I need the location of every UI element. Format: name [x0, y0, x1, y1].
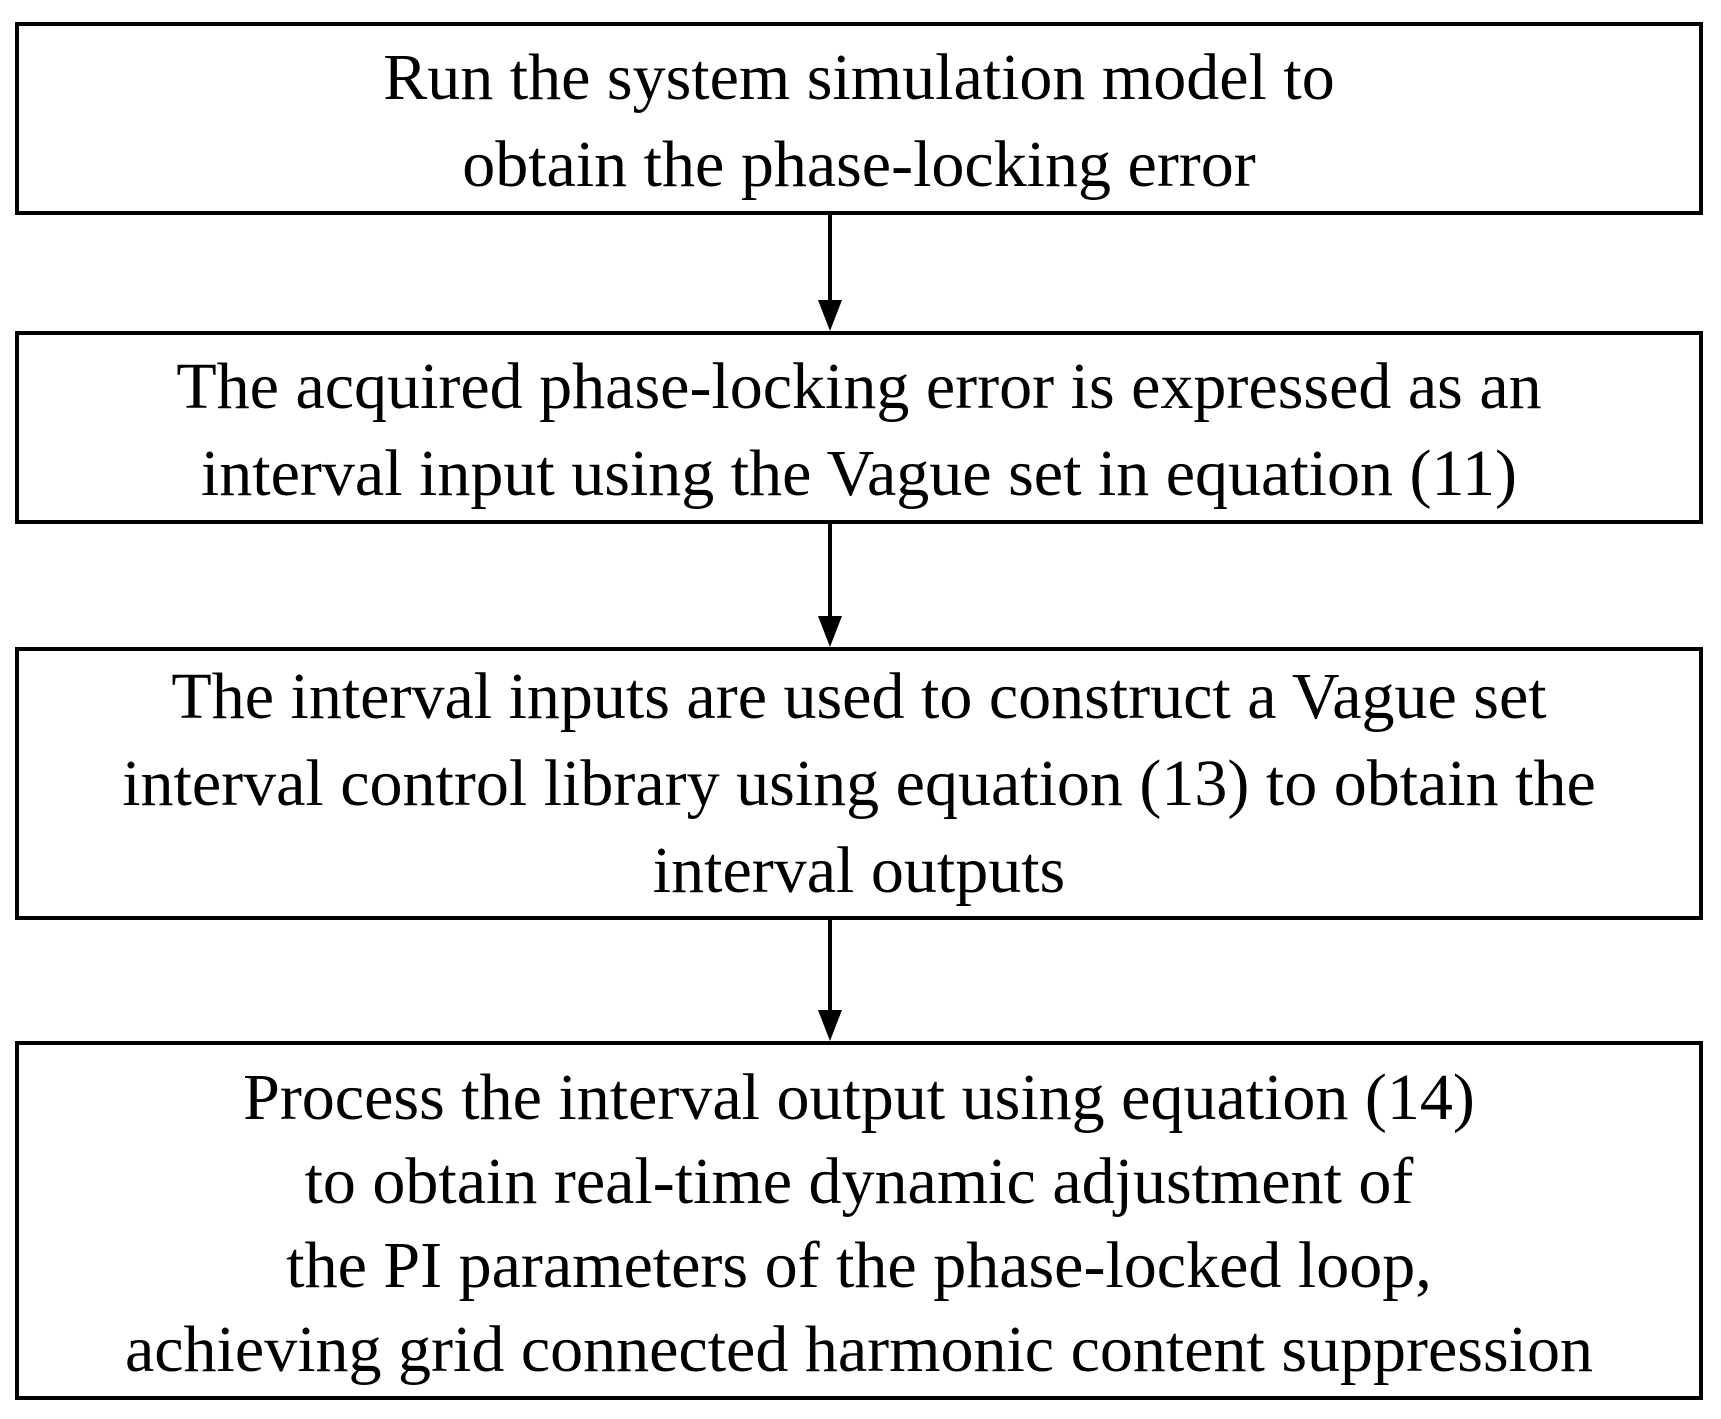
flowchart-step-2: The acquired phase-locking error is expr…	[15, 331, 1703, 524]
step-3-line-1: The interval inputs are used to construc…	[171, 660, 1547, 733]
step-4-line-2: to obtain real-time dynamic adjustment o…	[304, 1144, 1414, 1218]
step-1-text: Run the system simulation model to obtai…	[383, 30, 1334, 208]
flowchart-step-1: Run the system simulation model to obtai…	[15, 22, 1703, 215]
step-4-line-1: Process the interval output using equati…	[243, 1060, 1475, 1134]
step-2-line-1: The acquired phase-locking error is expr…	[176, 349, 1542, 423]
flowchart-step-3: The interval inputs are used to construc…	[15, 647, 1703, 920]
step-1-line-1: Run the system simulation model to	[383, 40, 1335, 114]
flowchart-step-4: Process the interval output using equati…	[15, 1041, 1703, 1400]
arrow-step-1-to-2	[818, 215, 842, 331]
arrow-step-2-to-3	[818, 524, 842, 647]
step-2-text: The acquired phase-locking error is expr…	[176, 339, 1541, 517]
arrow-step-3-to-4	[818, 920, 842, 1041]
step-4-line-4: achieving grid connected harmonic conten…	[124, 1312, 1594, 1386]
step-4-text: Process the interval output using equati…	[125, 1050, 1593, 1392]
step-2-line-2: interval input using the Vague set in eq…	[200, 436, 1518, 510]
step-3-line-3: interval outputs	[652, 834, 1066, 907]
step-1-line-2: obtain the phase-locking error	[462, 127, 1256, 201]
step-3-line-2: interval control library using equation …	[122, 747, 1596, 820]
step-3-text: The interval inputs are used to construc…	[122, 653, 1596, 914]
step-4-line-3: the PI parameters of the phase-locked lo…	[286, 1228, 1432, 1302]
